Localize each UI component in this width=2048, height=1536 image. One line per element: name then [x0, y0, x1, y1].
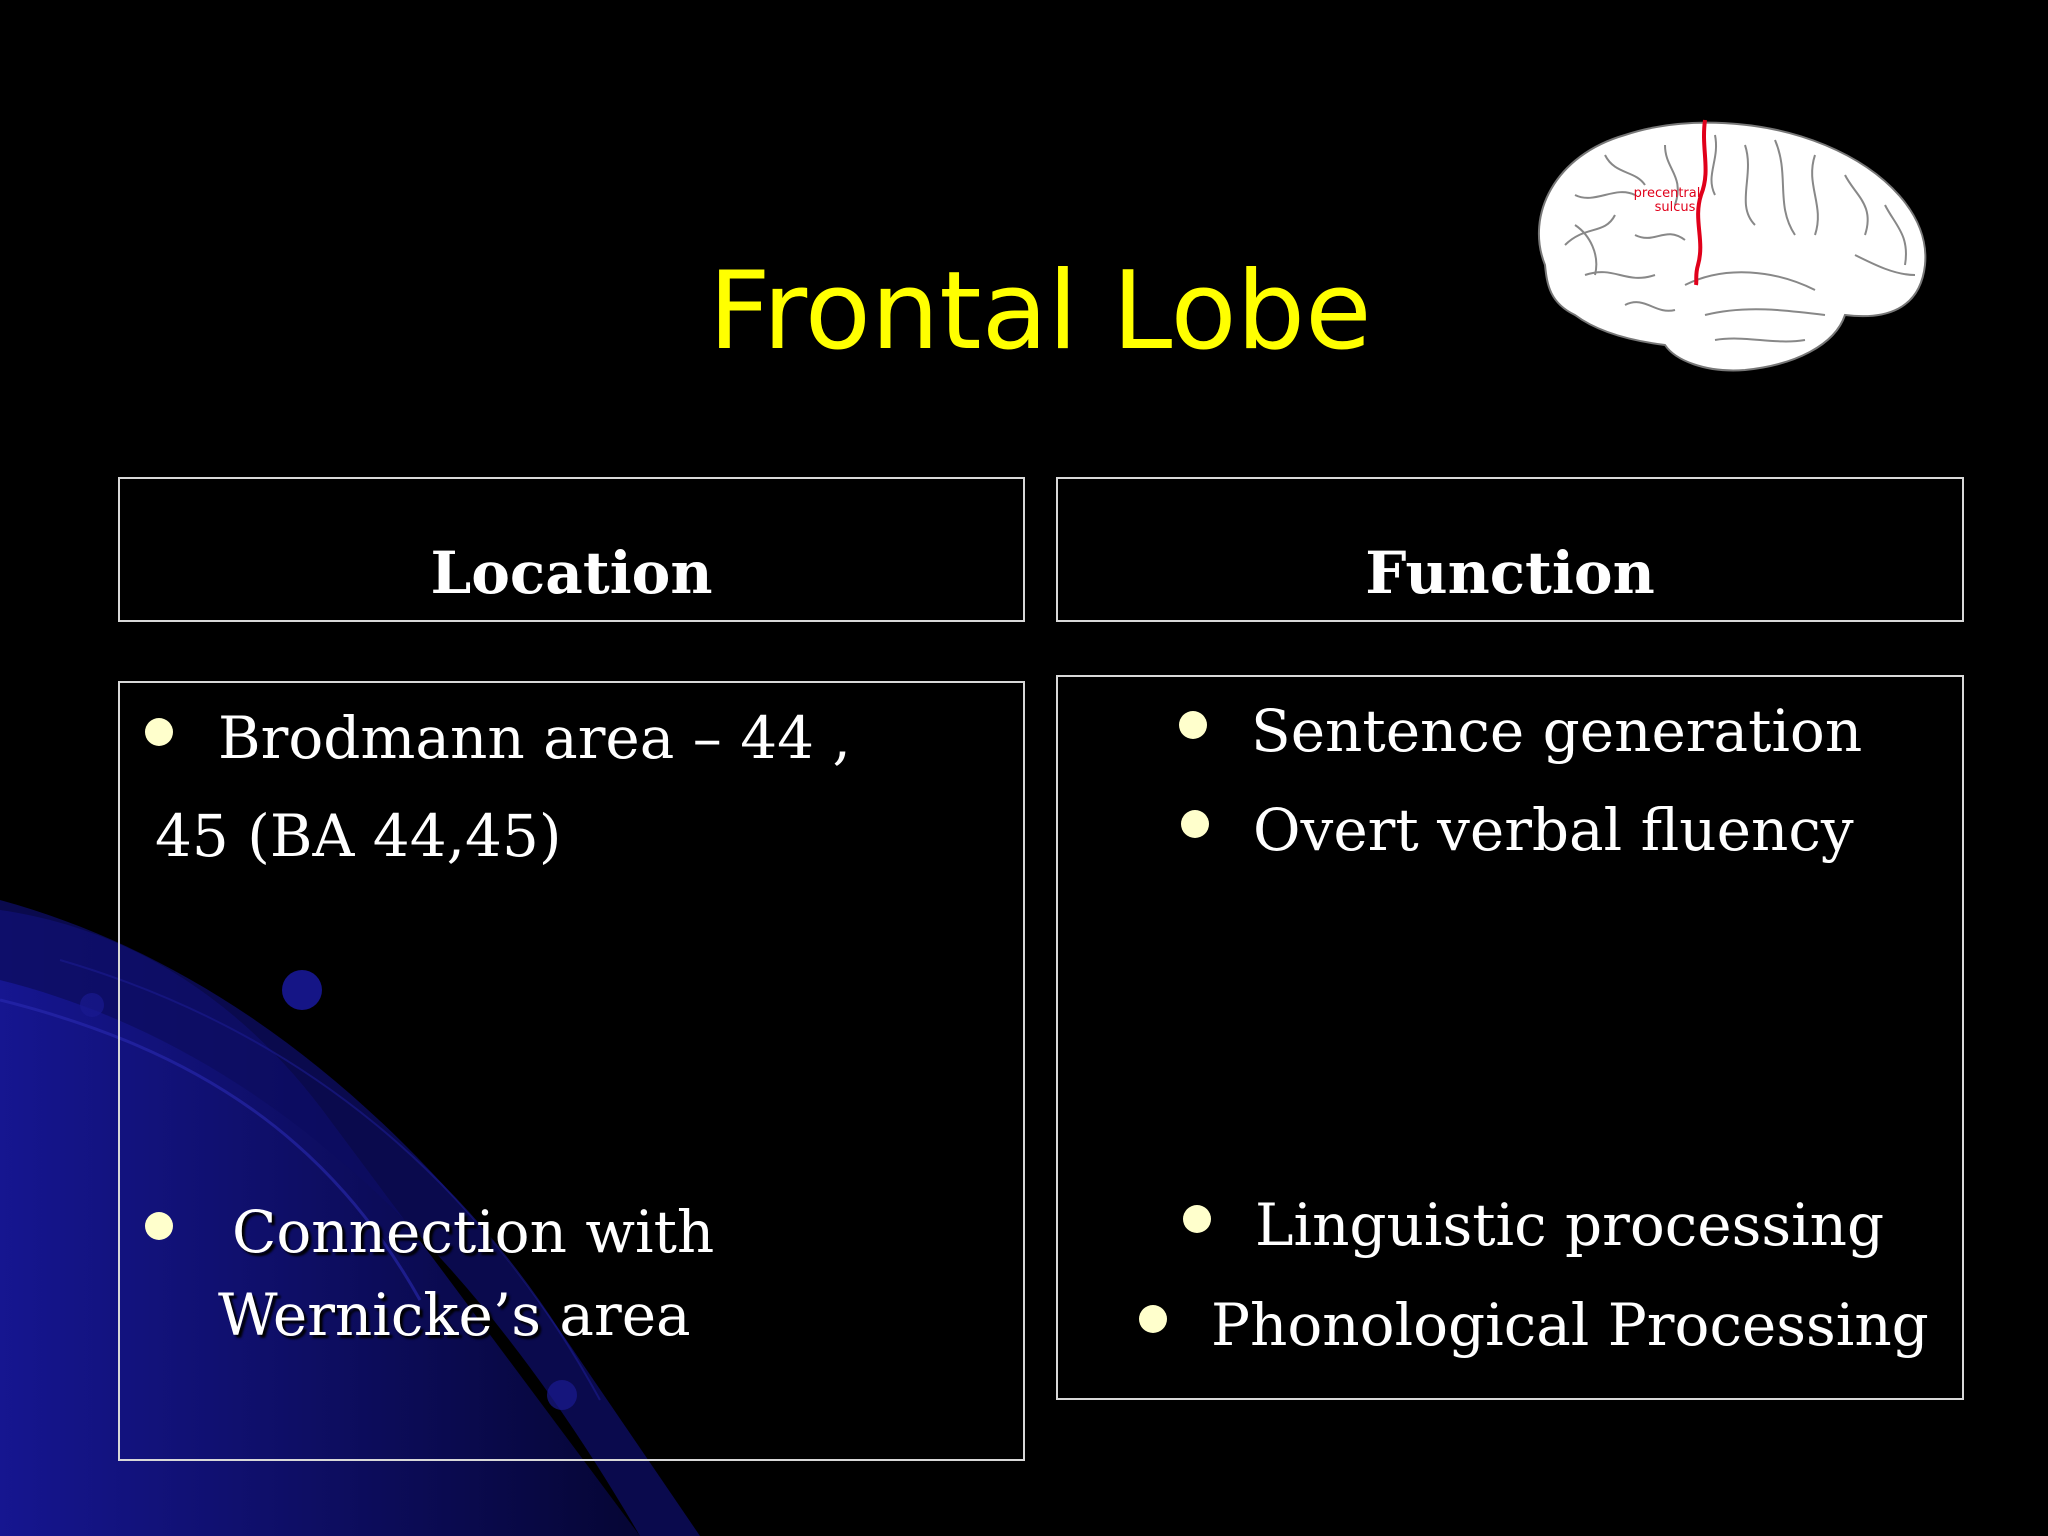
location-header: Location — [430, 539, 713, 607]
function-item-1: Sentence generation — [1251, 697, 1863, 765]
function-header-box: Function — [1056, 477, 1964, 622]
function-item-3: Linguistic processing — [1255, 1191, 1885, 1259]
location-content-box — [118, 681, 1025, 1461]
brain-label-sulcus: sulcus — [1655, 200, 1696, 215]
function-bullet-1-dot — [1179, 711, 1207, 739]
location-bullet-2-dot — [145, 1212, 173, 1240]
location-bullet-2-line-2: Wernicke’s area — [218, 1281, 691, 1349]
function-header: Function — [1365, 539, 1655, 607]
location-bullet-1-line-2: 45 (BA 44,45) — [155, 802, 562, 870]
location-bullet-1-dot — [145, 718, 173, 746]
function-item-2: Overt verbal fluency — [1253, 796, 1854, 864]
location-bullet-2-line-1: Connection with — [232, 1198, 715, 1266]
function-bullet-2-dot — [1181, 810, 1209, 838]
function-bullet-3-dot — [1183, 1205, 1211, 1233]
function-item-4: Phonological Processing — [1211, 1291, 1929, 1359]
brain-illustration: precentral sulcus — [1537, 119, 1927, 372]
brain-label-precentral: precentral — [1634, 186, 1701, 201]
location-header-box: Location — [118, 477, 1025, 622]
location-bullet-1-line-1: Brodmann area – 44 , — [218, 704, 851, 772]
slide-title: Frontal Lobe — [708, 249, 1372, 374]
function-bullet-4-dot — [1139, 1305, 1167, 1333]
function-content-box — [1056, 675, 1964, 1400]
